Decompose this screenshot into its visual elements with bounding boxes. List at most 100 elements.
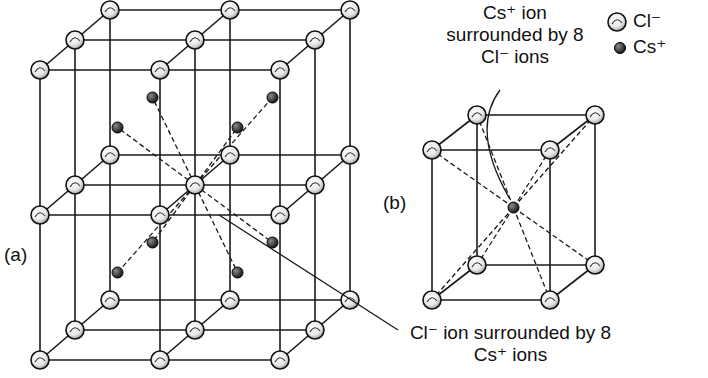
cl-ion: [468, 106, 486, 124]
lattice-edge: [280, 155, 350, 215]
lattice-edge: [160, 10, 230, 70]
cube-edge: [594, 115, 596, 265]
cl-ion: [341, 291, 359, 309]
cl-ion: [186, 31, 204, 49]
cs-ion: [232, 267, 243, 278]
cl-shade: [310, 38, 320, 42]
cl-shade: [105, 153, 115, 157]
coordination-line: [514, 208, 551, 301]
panel-label: (b): [383, 192, 406, 214]
cl-ion: [66, 176, 84, 194]
cl-ion: [101, 291, 119, 309]
cl-shade: [35, 68, 45, 72]
cl-ion: [341, 146, 359, 164]
cl-shade: [427, 148, 437, 152]
cl-ion: [541, 291, 559, 309]
cl-shade: [190, 38, 200, 42]
lattice-edge: [280, 10, 350, 70]
cl-ion: [101, 146, 119, 164]
leader-line: [219, 215, 398, 330]
cl-ion: [608, 13, 626, 31]
cs-ion: [147, 92, 158, 103]
cl-shade: [190, 183, 200, 187]
cl-ion: [586, 256, 604, 274]
cl-shade: [590, 263, 600, 267]
cl-shade: [545, 148, 555, 152]
cl-ion: [221, 1, 239, 19]
cl-shade: [70, 183, 80, 187]
coordination-line: [514, 208, 596, 266]
cube-edge: [477, 264, 595, 266]
cl-ion: [221, 146, 239, 164]
coordination-line: [195, 98, 273, 186]
cube-edge: [477, 114, 595, 116]
leader-line: [487, 90, 509, 199]
callout-label: Cs⁺ ion surrounded by 8 Cl⁻ ions: [440, 2, 590, 68]
cl-shade: [472, 113, 482, 117]
cl-ion: [306, 31, 324, 49]
cl-ion: [306, 176, 324, 194]
cl-shade: [225, 153, 235, 157]
coordination-line: [118, 128, 196, 186]
legend-text: Cs⁺: [633, 36, 666, 58]
cube-edge: [432, 299, 550, 301]
cl-shade: [427, 298, 437, 302]
cl-shade: [275, 213, 285, 217]
cube-edge: [476, 115, 478, 265]
cube-edge: [549, 150, 551, 300]
cl-ion: [101, 1, 119, 19]
cs-ion: [112, 122, 123, 133]
coordination-line: [195, 185, 273, 243]
cl-ion: [186, 321, 204, 339]
callout-label: Cl⁻ ion surrounded by 8 Cs⁺ ions: [398, 322, 623, 366]
cs-ion: [232, 122, 243, 133]
cl-shade: [155, 213, 165, 217]
cl-shade: [225, 298, 235, 302]
cube-edge: [431, 150, 433, 300]
cl-shade: [275, 358, 285, 362]
cl-shade: [472, 263, 482, 267]
cl-shade: [70, 328, 80, 332]
cl-shade: [105, 298, 115, 302]
cl-shade: [155, 358, 165, 362]
coordination-line: [432, 150, 514, 208]
cl-ion: [66, 321, 84, 339]
cl-shade: [155, 68, 165, 72]
cl-shade: [590, 113, 600, 117]
cl-ion: [31, 61, 49, 79]
cl-shade: [35, 213, 45, 217]
cl-shade: [310, 183, 320, 187]
legend-text: Cl⁻: [633, 10, 661, 32]
cs-ion: [267, 92, 278, 103]
cl-ion: [306, 321, 324, 339]
cl-ion: [341, 1, 359, 19]
cl-shade: [612, 20, 622, 24]
cl-shade: [310, 328, 320, 332]
cl-ion: [271, 351, 289, 369]
cl-ion: [541, 141, 559, 159]
cl-shade: [225, 8, 235, 12]
cl-ion: [151, 206, 169, 224]
cl-ion: [186, 176, 204, 194]
lattice-edge: [40, 155, 110, 215]
cl-ion: [151, 61, 169, 79]
coordination-line: [514, 115, 596, 208]
coordination-line: [432, 208, 514, 301]
cl-ion: [271, 206, 289, 224]
cs-ion: [508, 202, 519, 213]
cl-shade: [545, 298, 555, 302]
coordination-line: [153, 98, 196, 186]
cl-ion: [468, 256, 486, 274]
coordination-line: [195, 185, 238, 273]
lattice-edge: [160, 300, 230, 360]
cl-ion: [423, 141, 441, 159]
lattice-edge: [160, 155, 230, 215]
panel-label: (a): [4, 244, 27, 266]
cs-ion: [112, 267, 123, 278]
cl-shade: [345, 153, 355, 157]
lattice-edge: [40, 10, 110, 70]
coordination-line: [477, 208, 514, 266]
cl-ion: [271, 61, 289, 79]
